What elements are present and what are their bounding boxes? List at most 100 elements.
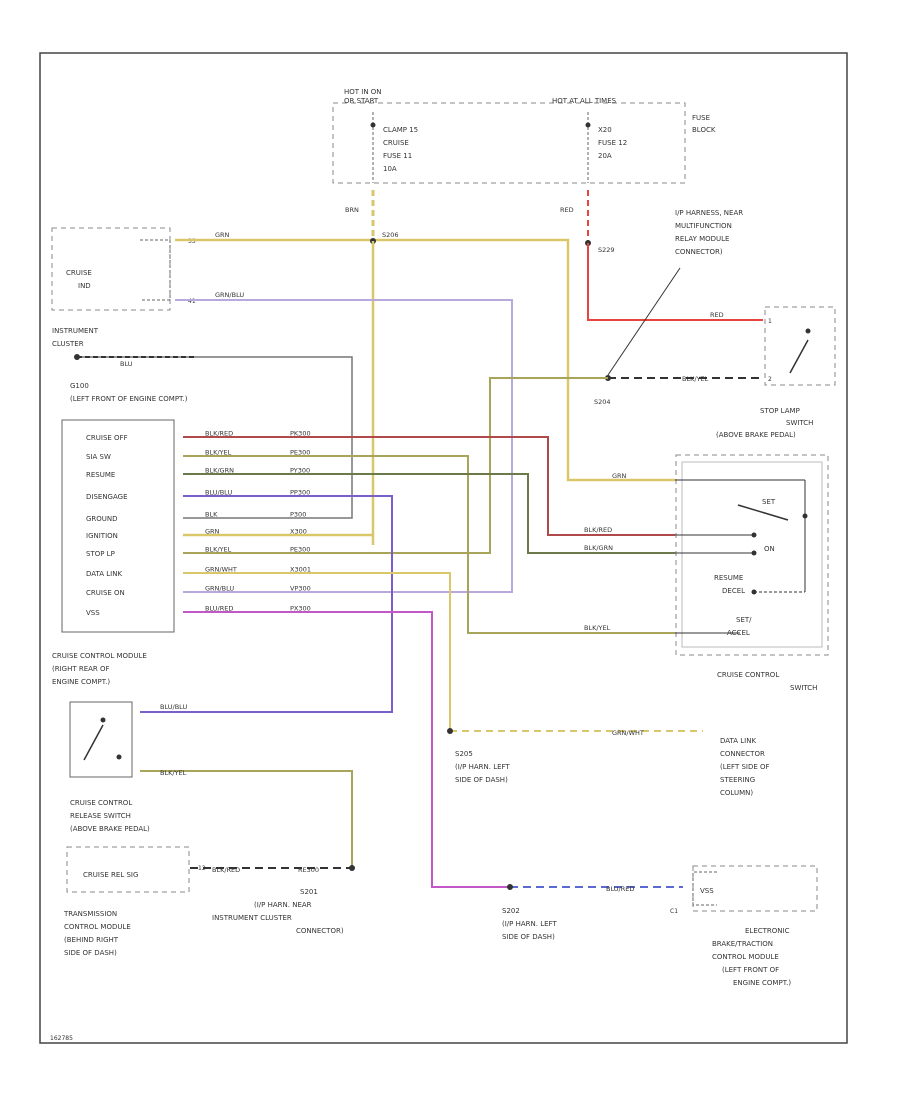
sia-sw-wire [183,455,675,634]
release-switch-contact [100,717,106,723]
abs-box-label: VSS [700,887,714,895]
vss-wire [183,611,510,888]
fuse-left-3: FUSE 11 [383,152,412,160]
module-pin-cruise-off: CRUISE OFF [86,434,128,442]
module-wire-color: BLU/BLU [205,489,232,497]
module-label-3: ENGINE COMPT.) [52,678,110,686]
s202-label-3: SIDE OF DASH) [502,933,555,941]
module-wire-code: VP300 [290,585,311,593]
module-wire-code: P300 [290,511,306,519]
hot-at-all-times-label: HOT AT ALL TIMES [552,97,617,105]
cs-pos-accel: ACCEL [727,629,750,637]
grn-wht-data-label: GRN/WHT [612,729,644,737]
cs-switch-arm [737,504,789,521]
grn-blu-label: GRN/BLU [215,291,244,299]
data-link-label-5: COLUMN) [720,789,753,797]
s205-label-2: (I/P HARN. LEFT [455,763,510,771]
module-wire-color: GRN/WHT [205,566,237,574]
cruise-ind-box [51,227,171,311]
release-label-1: CRUISE CONTROL [70,799,132,807]
ground-label: G100 [70,382,89,390]
data-link-wire [183,572,451,731]
module-wire-code: PE300 [290,449,310,457]
stop-lamp-label-1: STOP LAMP [760,407,800,415]
release-switch-box [69,701,133,778]
s201-label-4: CONNECTOR) [296,927,344,935]
module-wire-color: GRN [205,528,220,536]
release-switch-arm [83,724,104,761]
blu-red-abs-label: BLU/RED [606,885,634,893]
blk-red-trans-label: BLK/RED [212,866,240,874]
module-wire-code: PY300 [290,467,310,475]
release-label-3: (ABOVE BRAKE PEDAL) [70,825,150,833]
grn-wire-top [175,238,675,482]
s202-splice [507,884,513,890]
grn-label: GRN [215,231,230,239]
s205-label-1: S205 [455,750,473,758]
module-wire-code: PK300 [290,430,311,438]
abs-label-1: ELECTRONIC [745,927,790,935]
fuse-block-label-2: BLOCK [692,126,716,134]
release-switch-terminal [116,754,122,760]
red-label: RED [560,206,574,214]
blk-yel-s204-label: BLK/YEL [682,375,709,383]
red-stop-label: RED [710,311,724,319]
resume-wire [183,473,675,554]
module-pin-data-link: DATA LINK [86,570,122,578]
s206-label: S206 [382,231,399,239]
s202-label-1: S202 [502,907,520,915]
s202-label-2: (I/P HARN. LEFT [502,920,557,928]
footer-code: 162785 [50,1035,73,1042]
cs-pos-set: SET [762,498,776,506]
cruise-module-box [61,419,175,633]
cs-label-2: SWITCH [790,684,817,692]
stop-lamp-pin-a: 1 [768,318,772,325]
stop-lp-wire [183,377,608,554]
trans-label-4: SIDE OF DASH) [64,949,117,957]
diagram-frame [39,52,848,1044]
s229-label: S229 [598,246,615,254]
fuse-right-2: FUSE 12 [598,139,627,147]
cruise-ind-label-1: CRUISE [66,269,92,277]
s201-label-2: (I/P HARN. NEAR [254,901,312,909]
relay-connector-1: I/P HARNESS, NEAR [675,209,743,217]
stop-lamp-label-2: SWITCH [786,419,813,427]
module-wire-color: BLK/RED [205,430,233,438]
cs-grn-label: GRN [612,472,627,480]
module-wire-code: PX300 [290,605,311,613]
module-label-2: (RIGHT REAR OF [52,665,110,673]
brn-label: BRN [345,206,359,214]
fuse-right-3: 20A [598,152,612,160]
trans-module-box [66,846,190,893]
s201-splice [349,865,355,871]
cs-on-contact [751,532,757,538]
cruise-off-wire [183,436,675,536]
module-wire-color: GRN/BLU [205,585,234,593]
module-pin-vss: VSS [86,609,100,617]
abs-module-inner [692,871,717,906]
cs-pos-set2: SET/ [736,616,752,624]
fuse-left-1: CLAMP 15 [383,126,418,134]
fuse-left-2: CRUISE [383,139,409,147]
module-pin-ground: GROUND [86,515,118,523]
fuse-left-4: 10A [383,165,397,173]
abs-label-3: CONTROL MODULE [712,953,779,961]
module-wire-color: BLK/YEL [205,449,232,457]
cruise-ind-pin-bottom: 41 [188,298,196,305]
cruise-ind-label-2: IND [78,282,91,290]
blu-label: BLU [120,360,133,368]
fuse-block-label-1: FUSE [692,114,710,122]
module-wire-color: BLU/RED [205,605,233,613]
cs-pos-resume: RESUME [714,574,743,582]
module-wire-code: PE300 [290,546,310,554]
s204-label: S204 [594,398,611,406]
trans-label-2: CONTROL MODULE [64,923,131,931]
module-pin-sia-sw: SIA SW [86,453,111,461]
hot-in-on-label-1: HOT IN ON [344,88,382,96]
cruise-ind-pin-top: 33 [188,238,196,245]
s205-splice [447,728,453,734]
stop-lamp-pin-b: 2 [768,376,772,383]
data-link-label-2: CONNECTOR [720,750,765,758]
